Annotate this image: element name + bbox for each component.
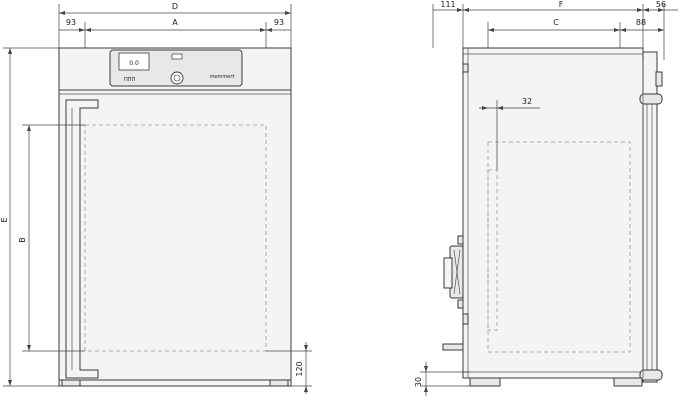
label-d: D [172,2,178,11]
label-b: B [18,237,27,243]
side-rear-bracket [442,343,464,351]
door-hinge-bottom [639,369,663,381]
inner-chamber-hidden [84,124,267,352]
label-c: C [553,18,559,27]
dimension-foot-height: 30 [414,362,470,396]
front-view: D 93 A 93 0.0 ΠΠΠ memme [0,2,312,394]
side-foot-rear [469,377,501,387]
dimension-e: E [0,47,59,387]
door-latch [655,71,663,87]
front-body-outline [58,47,292,387]
control-knob [170,71,184,85]
display-screen [118,52,150,71]
front-foot-right [269,379,289,387]
brand-logo-text: memmert [210,74,236,80]
side-foot-front [613,377,643,387]
label-a: A [172,18,178,27]
side-view: 111 F 56 C 88 [414,0,678,396]
label-door-offset: 88 [636,18,646,27]
panel-mark: ΠΠΠ [124,77,136,83]
label-bottom-offset: 120 [295,361,304,376]
door-handle [65,99,99,379]
door-hinge-top [639,93,663,105]
label-rear-offset: 111 [440,0,455,9]
front-foot-left [61,379,81,387]
label-f: F [559,0,564,9]
dimension-b: B [18,124,85,352]
side-door [639,51,663,383]
dimension-bottom-offset: 120 [266,342,312,394]
label-e: E [0,217,9,222]
label-left-offset: 93 [66,18,76,27]
rear-fan-unit [443,235,469,325]
panel-button [171,53,183,60]
display-readout: 0.0 [129,60,139,67]
dimension-d: D [58,2,292,48]
side-body-outline [462,47,644,379]
control-panel: 0.0 ΠΠΠ memmert [59,49,291,95]
dimension-inner-offset: 32 [479,97,540,170]
label-foot-height: 30 [414,377,423,387]
rear-fitting-top [462,63,469,73]
label-inner-offset: 32 [522,97,532,106]
dimension-f-row: 111 F 56 [432,0,678,60]
label-right-offset: 93 [274,18,284,27]
label-front-offset: 56 [656,0,666,9]
